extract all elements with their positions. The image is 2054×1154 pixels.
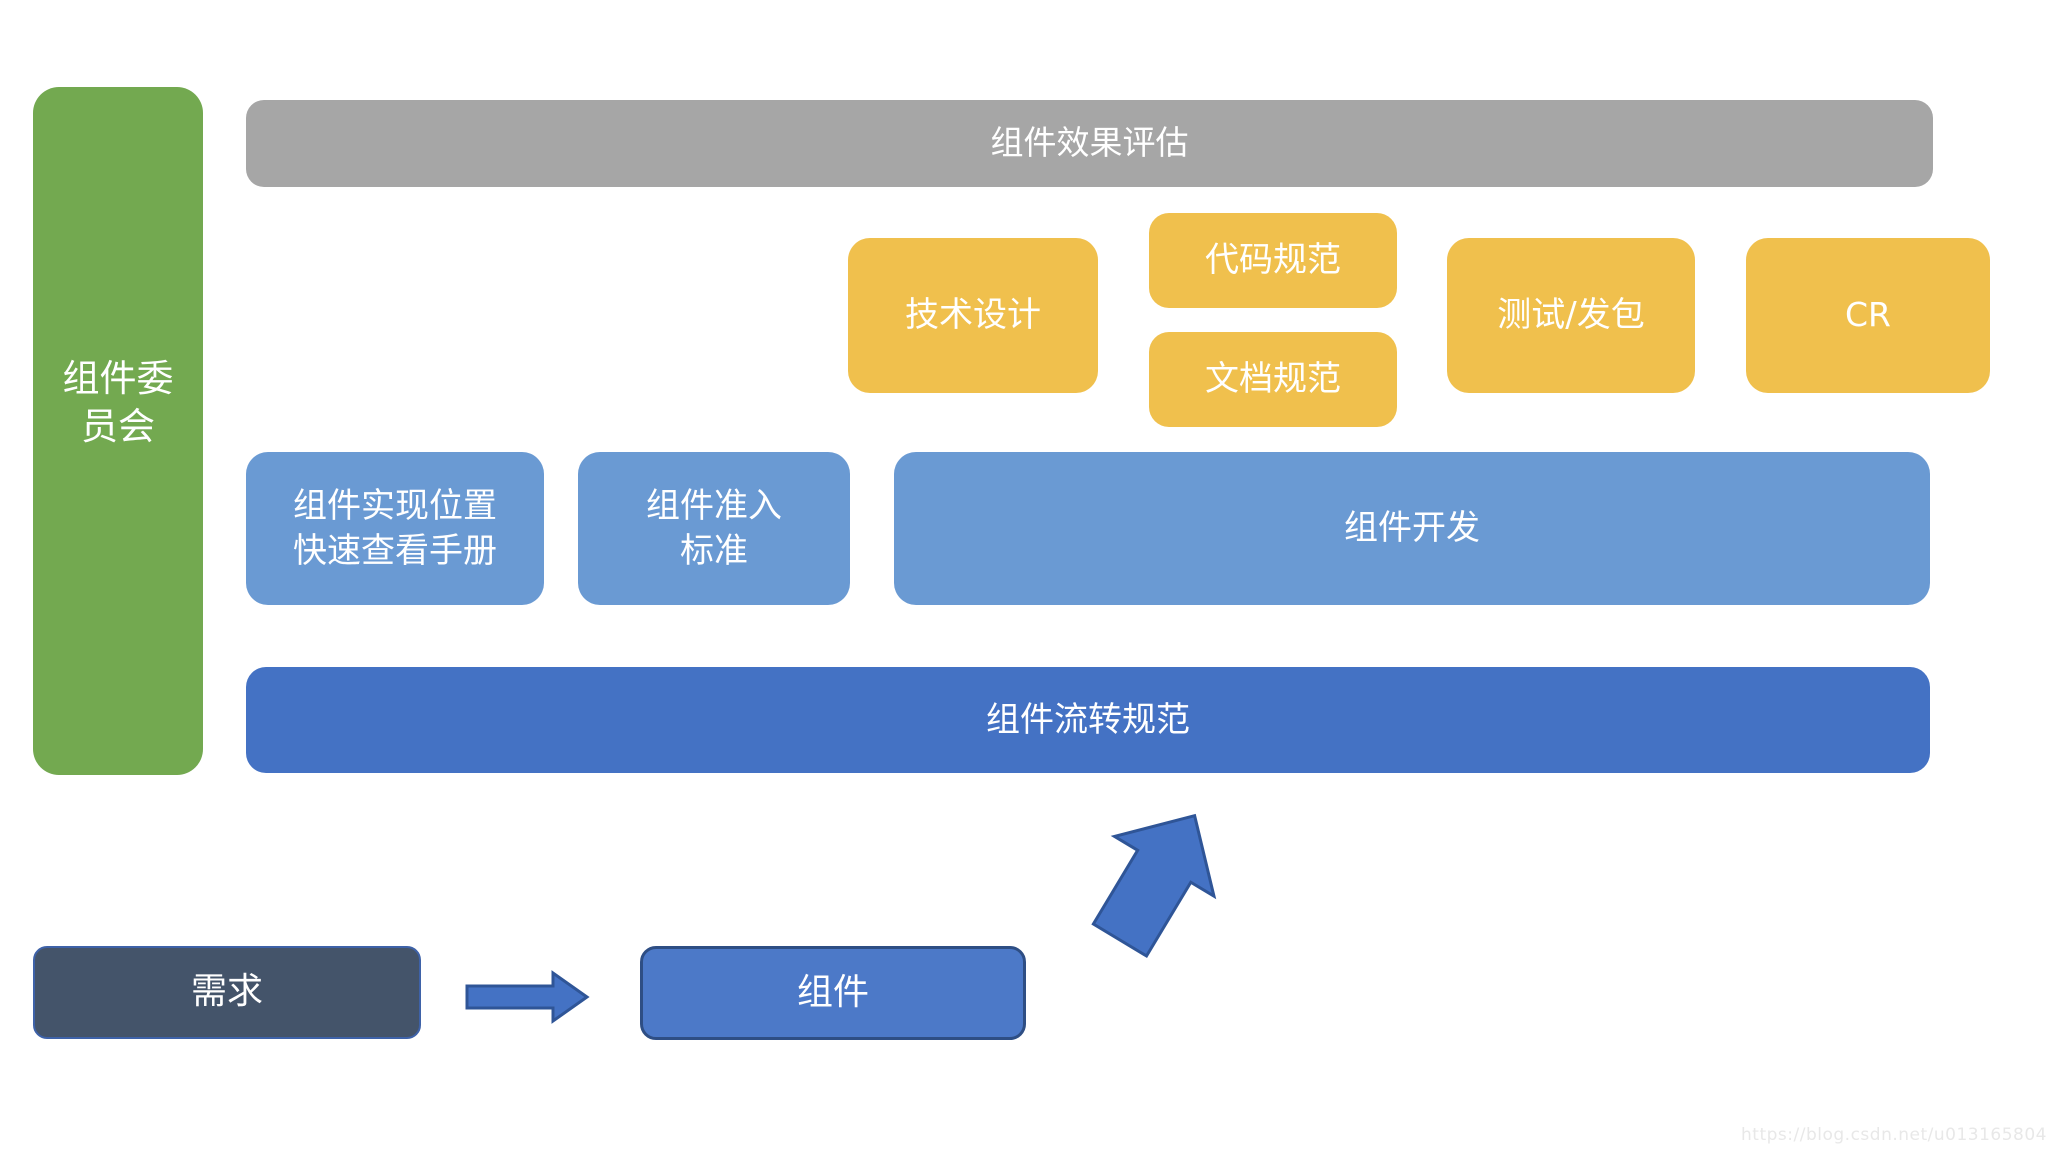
cr-box: CR	[1746, 238, 1990, 393]
flow-standard-bar: 组件流转规范	[246, 667, 1930, 773]
development-box: 组件开发	[894, 452, 1930, 605]
watermark: https://blog.csdn.net/u013165804	[1741, 1125, 2047, 1145]
admission-label-line2: 标准	[680, 530, 748, 571]
manual-box: 组件实现位置 快速查看手册	[246, 452, 544, 605]
admission-label-line1: 组件准入	[646, 486, 782, 527]
committee-label-line1: 组件委	[62, 356, 174, 400]
flow-arrow-up-icon	[1091, 813, 1217, 959]
code-standard-box: 代码规范	[1149, 213, 1397, 308]
requirement-label: 需求	[190, 971, 263, 1013]
cr-label: CR	[1845, 295, 1891, 335]
doc-standard-box: 文档规范	[1149, 332, 1397, 427]
manual-label-line1: 组件实现位置	[293, 486, 497, 527]
evaluation-bar: 组件效果评估	[246, 100, 1933, 187]
code-standard-label: 代码规范	[1205, 240, 1341, 281]
development-label: 组件开发	[1344, 508, 1480, 549]
admission-box: 组件准入 标准	[578, 452, 850, 605]
requirement-box: 需求	[33, 946, 421, 1039]
component-box: 组件	[640, 946, 1026, 1040]
flow-standard-label: 组件流转规范	[986, 699, 1190, 740]
tech-design-label: 技术设计	[905, 295, 1041, 336]
test-release-box: 测试/发包	[1447, 238, 1695, 393]
tech-design-box: 技术设计	[848, 238, 1098, 393]
committee-label-line2: 员会	[81, 405, 155, 448]
doc-standard-label: 文档规范	[1205, 359, 1341, 400]
evaluation-label: 组件效果评估	[990, 123, 1189, 163]
manual-label-line2: 快速查看手册	[293, 530, 497, 571]
component-label: 组件	[796, 971, 869, 1013]
committee-box: 组件委 员会	[33, 87, 203, 775]
flow-arrow-right-icon	[465, 970, 590, 1024]
test-release-label: 测试/发包	[1497, 295, 1645, 336]
